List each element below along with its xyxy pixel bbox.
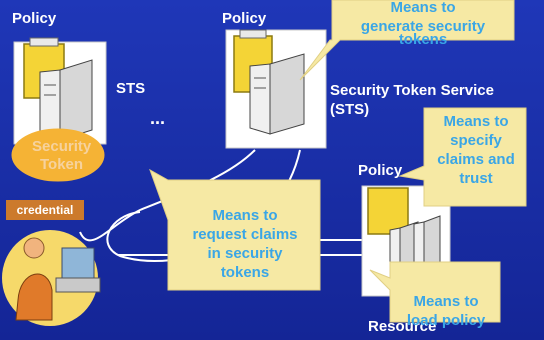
sts-label: STS: [116, 80, 146, 97]
callout-specify-line3: claims and: [437, 151, 515, 168]
callout-request-line4: tokens: [220, 264, 270, 281]
ellipsis-label: ...: [150, 108, 166, 128]
user-illustration: [2, 230, 101, 326]
callout-request-line3: in security: [207, 245, 283, 262]
callout-generate-line2: generate security: [360, 18, 486, 35]
callout-generate-line1: Means to: [390, 0, 456, 16]
callout-load-text: Means to load policy: [392, 292, 500, 330]
sts-panel-right: [225, 29, 327, 149]
sts-full-label-line1: Security Token Service: [330, 82, 494, 99]
policy-document-icon: [367, 187, 409, 235]
sts-full-label-line2: (STS): [330, 101, 370, 118]
callout-load-line2: load policy: [406, 312, 486, 329]
server-icon: [249, 53, 305, 135]
callout-generate-text: Means to generate security tokens: [334, 0, 512, 49]
security-token-ellipse: [11, 128, 105, 182]
security-token-label-line1: Security: [32, 138, 92, 155]
sts-panel-left: [13, 37, 107, 145]
callout-request-line2: request claims: [192, 226, 298, 243]
credential-label: credential: [6, 200, 84, 220]
security-token-label-line2: Token: [40, 156, 84, 173]
callout-specify-bubble: [398, 107, 527, 207]
policy-label-resource: Policy: [358, 162, 403, 179]
callout-request-bubble: [149, 168, 321, 291]
resource-label: Resource: [368, 318, 437, 335]
callout-request-line1: Means to: [212, 207, 278, 224]
callout-load-bubble: [369, 261, 501, 323]
callout-load-line1: Means to: [413, 293, 479, 310]
callout-specify-line4: trust: [459, 170, 493, 187]
callout-specify-line1: Means to: [443, 113, 509, 130]
server-icon: [39, 59, 93, 141]
callout-generate-line3: tokens: [398, 31, 448, 48]
callout-generate-bubble: [299, 0, 515, 81]
policy-label-left: Policy: [12, 10, 57, 27]
callout-specify-line2: specify: [450, 132, 502, 149]
connector-curve: [79, 149, 256, 242]
policy-label-middle: Policy: [222, 10, 267, 27]
callout-request-text: Means to request claims in security toke…: [170, 206, 320, 282]
callout-specify-text: Means to specify claims and trust: [426, 112, 526, 188]
